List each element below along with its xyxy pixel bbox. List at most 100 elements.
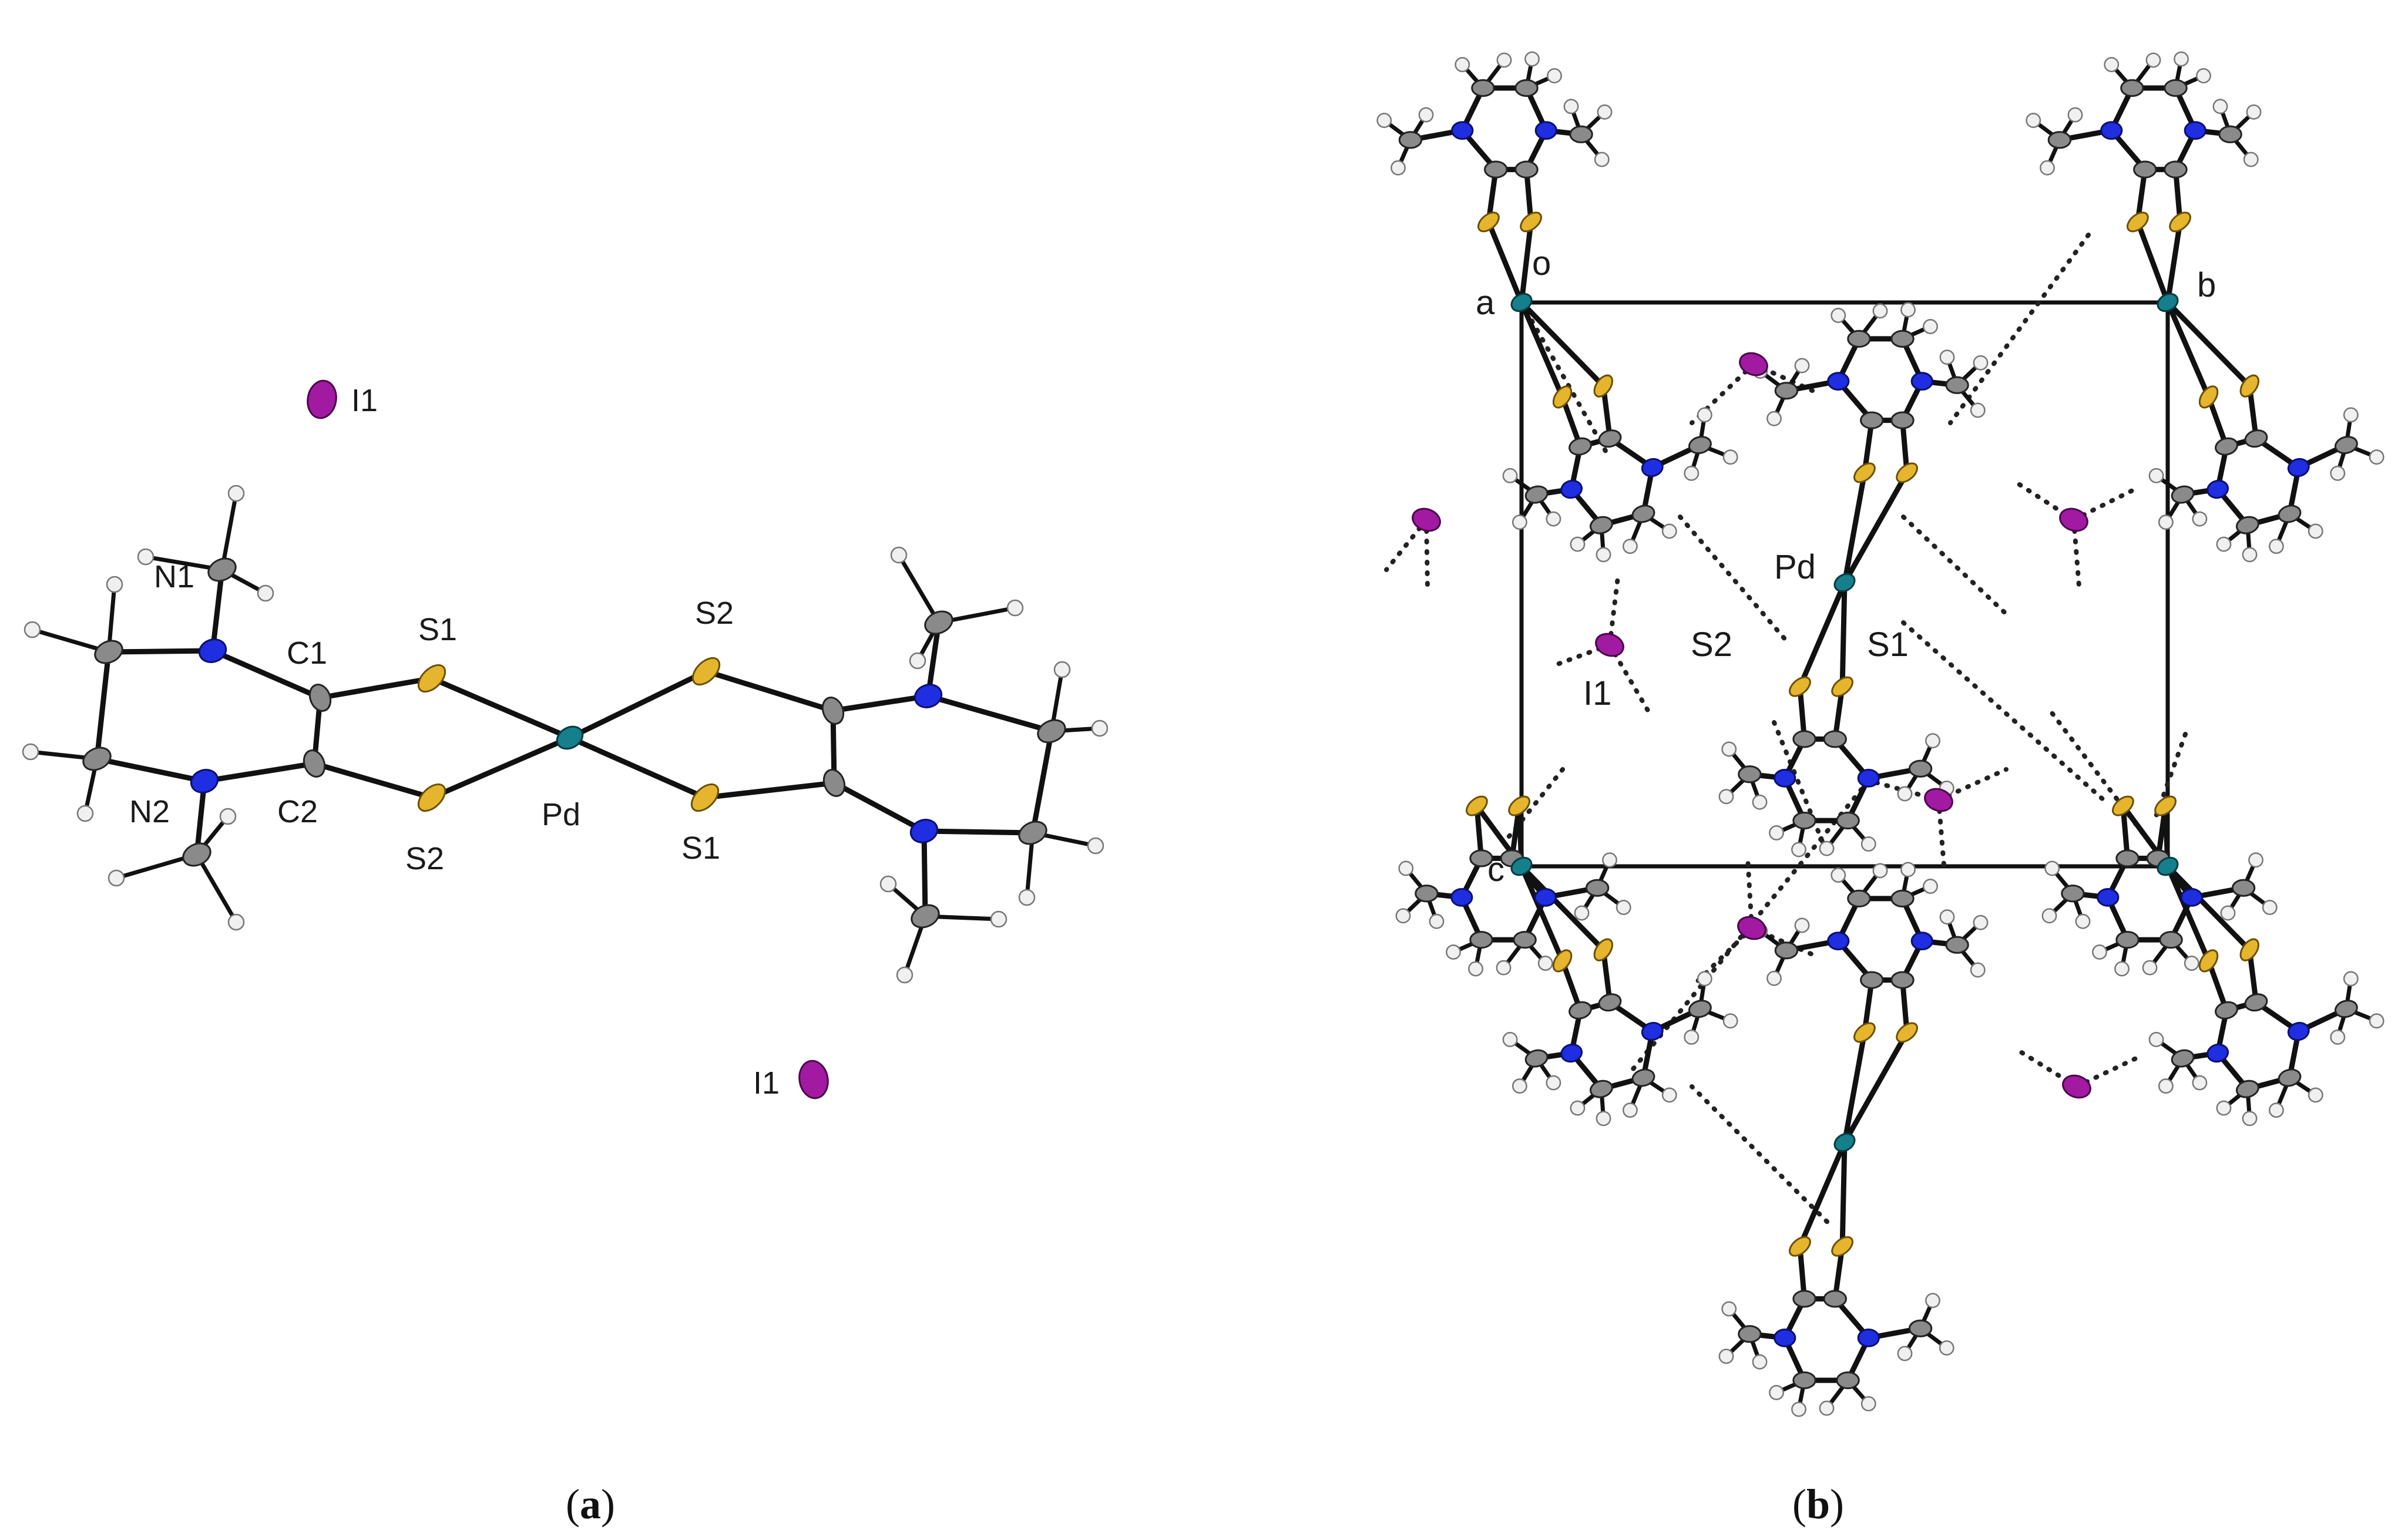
carbon-atom: [1738, 1325, 1762, 1343]
carbon-atom: [1890, 329, 1915, 348]
pd-s-bond: [1486, 219, 1524, 305]
hydrogen-atom: [1900, 862, 1916, 877]
carbon-atom: [2047, 131, 2072, 149]
molecule-bond: [567, 668, 709, 741]
nitrogen-atom: [1450, 888, 1473, 907]
carbon-atom: [1890, 971, 1915, 989]
hydrogen-atom: [2220, 905, 2236, 921]
hydrogen-atom: [890, 546, 908, 564]
hydrogen-atom: [1446, 944, 1461, 960]
nitrogen-atom: [1857, 1328, 1880, 1347]
c-h-bond: [30, 627, 111, 654]
palladium-atom: [556, 725, 584, 750]
carbon-atom: [822, 769, 846, 797]
unit-cell-outline: [1519, 300, 2170, 869]
carbon-atom: [2218, 125, 2242, 143]
pd-s-bond: [1519, 300, 1606, 389]
hydrogen-atom: [1594, 152, 1610, 167]
carbon-atom: [1847, 889, 1871, 908]
hydrogen-atom: [1721, 1301, 1737, 1317]
sulfur-atom: [1789, 1236, 1811, 1257]
hydrogen-atom: [1831, 867, 1846, 883]
hydrogen-atom: [1596, 547, 1611, 563]
pd-s-bond: [1842, 470, 1868, 586]
carbon-atom: [1514, 79, 1539, 97]
hydrogen-atom: [1973, 914, 1989, 930]
palladium-atom: [1833, 1132, 1856, 1152]
label-pd-b: Pd: [1774, 548, 1816, 586]
hydrogen-atom: [1502, 1031, 1518, 1047]
label-i1-bottom: I1: [753, 1065, 780, 1101]
hydrogen-atom: [2192, 1075, 2208, 1091]
hydrogen-atom: [1722, 449, 1738, 465]
sulfur-atom: [1552, 385, 1573, 409]
hydrogen-atom: [1546, 511, 1561, 527]
molecule-bond: [429, 735, 573, 801]
nitrogen-atom: [2184, 121, 2206, 140]
hydrogen-atom: [1570, 536, 1586, 552]
hydrogen-atom: [1794, 917, 1810, 933]
sulfur-atom: [1853, 462, 1876, 483]
axis-label-b: b: [2197, 266, 2216, 304]
hydrogen-atom: [1602, 852, 1617, 868]
molecule-bond: [210, 648, 323, 701]
hydrogen-atom: [1718, 1349, 1734, 1364]
hydrogen-atom: [2041, 908, 2057, 924]
hydrogen-bond-contact: [1936, 798, 1947, 875]
nitrogen-atom: [190, 769, 219, 793]
hydrogen-atom: [1897, 786, 1913, 802]
hydrogen-atom: [2308, 523, 2323, 539]
hydrogen-atom: [2192, 511, 2208, 527]
label-n2: N2: [129, 794, 170, 829]
hydrogen-atom: [2242, 547, 2258, 563]
carbon-atom: [1774, 382, 1799, 400]
molecule-bond: [831, 780, 927, 834]
nitrogen-atom: [1641, 458, 1664, 478]
hydrogen-atom: [1418, 107, 1434, 123]
c-h-bond: [194, 852, 239, 924]
hydrogen-atom: [2044, 860, 2060, 876]
hydrogen-atom: [1697, 971, 1712, 987]
palladium-atom: [2157, 292, 2179, 312]
hydrogen-atom: [1791, 842, 1806, 858]
carbon-atom: [1524, 485, 1549, 504]
hydrogen-bond-contact: [1519, 300, 1612, 460]
carbon-atom: [1415, 885, 1439, 903]
hydrogen-atom: [2369, 1013, 2384, 1029]
carbon-atom: [1908, 759, 1933, 778]
nitrogen-atom: [2206, 479, 2229, 499]
carbon-atom: [1688, 436, 1712, 455]
pd-s-bond: [1839, 1139, 1848, 1249]
palladium-atom: [1510, 856, 1533, 876]
hydrogen-atom: [1721, 741, 1737, 757]
carbon-atom: [1738, 765, 1762, 784]
pd-s-bond: [1519, 863, 1606, 953]
carbon-atom: [2335, 436, 2358, 455]
carbon-atom: [1471, 79, 1495, 97]
hydrogen-atom: [1091, 719, 1109, 737]
hydrogen-atom: [2216, 536, 2232, 552]
molecule-bond: [94, 756, 207, 784]
palladium-atom: [2157, 856, 2179, 876]
carbon-atom: [2236, 1080, 2259, 1098]
hydrogen-atom: [257, 584, 274, 602]
sulfur-atom: [2112, 795, 2134, 816]
caption-a: (a): [566, 1481, 615, 1528]
sulfur-atom: [1896, 462, 1918, 483]
hydrogen-atom: [1512, 515, 1527, 530]
pd-s-bond: [1519, 300, 1566, 400]
hydrogen-atom: [1395, 908, 1411, 924]
hydrogen-atom: [1897, 1346, 1913, 1361]
hydrogen-atom: [22, 743, 39, 761]
label-n1: N1: [154, 559, 194, 594]
hydrogen-atom: [1970, 962, 1986, 978]
hydrogen-atom: [1684, 1029, 1700, 1045]
sulfur-atom: [417, 664, 446, 693]
hydrogen-atom: [2114, 961, 2130, 977]
hydrogen-atom: [106, 576, 123, 593]
hydrogen-atom: [1872, 303, 1888, 319]
label-s1-right: S1: [681, 830, 720, 866]
pd-s-bond: [2135, 219, 2171, 305]
nitrogen-atom: [1534, 888, 1557, 907]
carbon-atom: [1514, 160, 1539, 179]
